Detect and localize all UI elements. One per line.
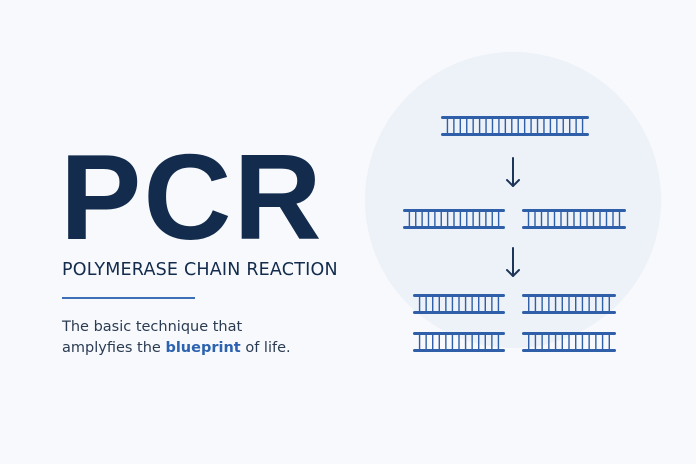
- down-arrow-icon: [506, 157, 520, 187]
- dna-ladder-icon: [413, 332, 505, 352]
- description-highlight: blueprint: [165, 340, 241, 356]
- dna-ladder-icon: [522, 332, 616, 352]
- background-circle: [365, 52, 661, 348]
- dna-ladder-icon: [522, 209, 626, 229]
- divider-line: [62, 297, 195, 299]
- description: The basic technique that amplyfies the b…: [62, 317, 291, 359]
- dna-ladder-icon: [413, 294, 505, 314]
- down-arrow-icon: [506, 247, 520, 277]
- arrows-group: [506, 157, 520, 277]
- description-line-2-start: amplyfies the: [62, 340, 166, 356]
- page-subtitle: POLYMERASE CHAIN REACTION: [62, 260, 338, 280]
- dna-ladder-icon: [522, 294, 616, 314]
- dna-ladder-icon: [441, 116, 589, 136]
- dna-ladder-icon: [403, 209, 505, 229]
- description-line-2-end: of life.: [240, 340, 291, 356]
- dna-strands-group: [403, 116, 626, 352]
- description-line-1: The basic technique that: [62, 319, 243, 335]
- page-title: PCR: [60, 129, 324, 265]
